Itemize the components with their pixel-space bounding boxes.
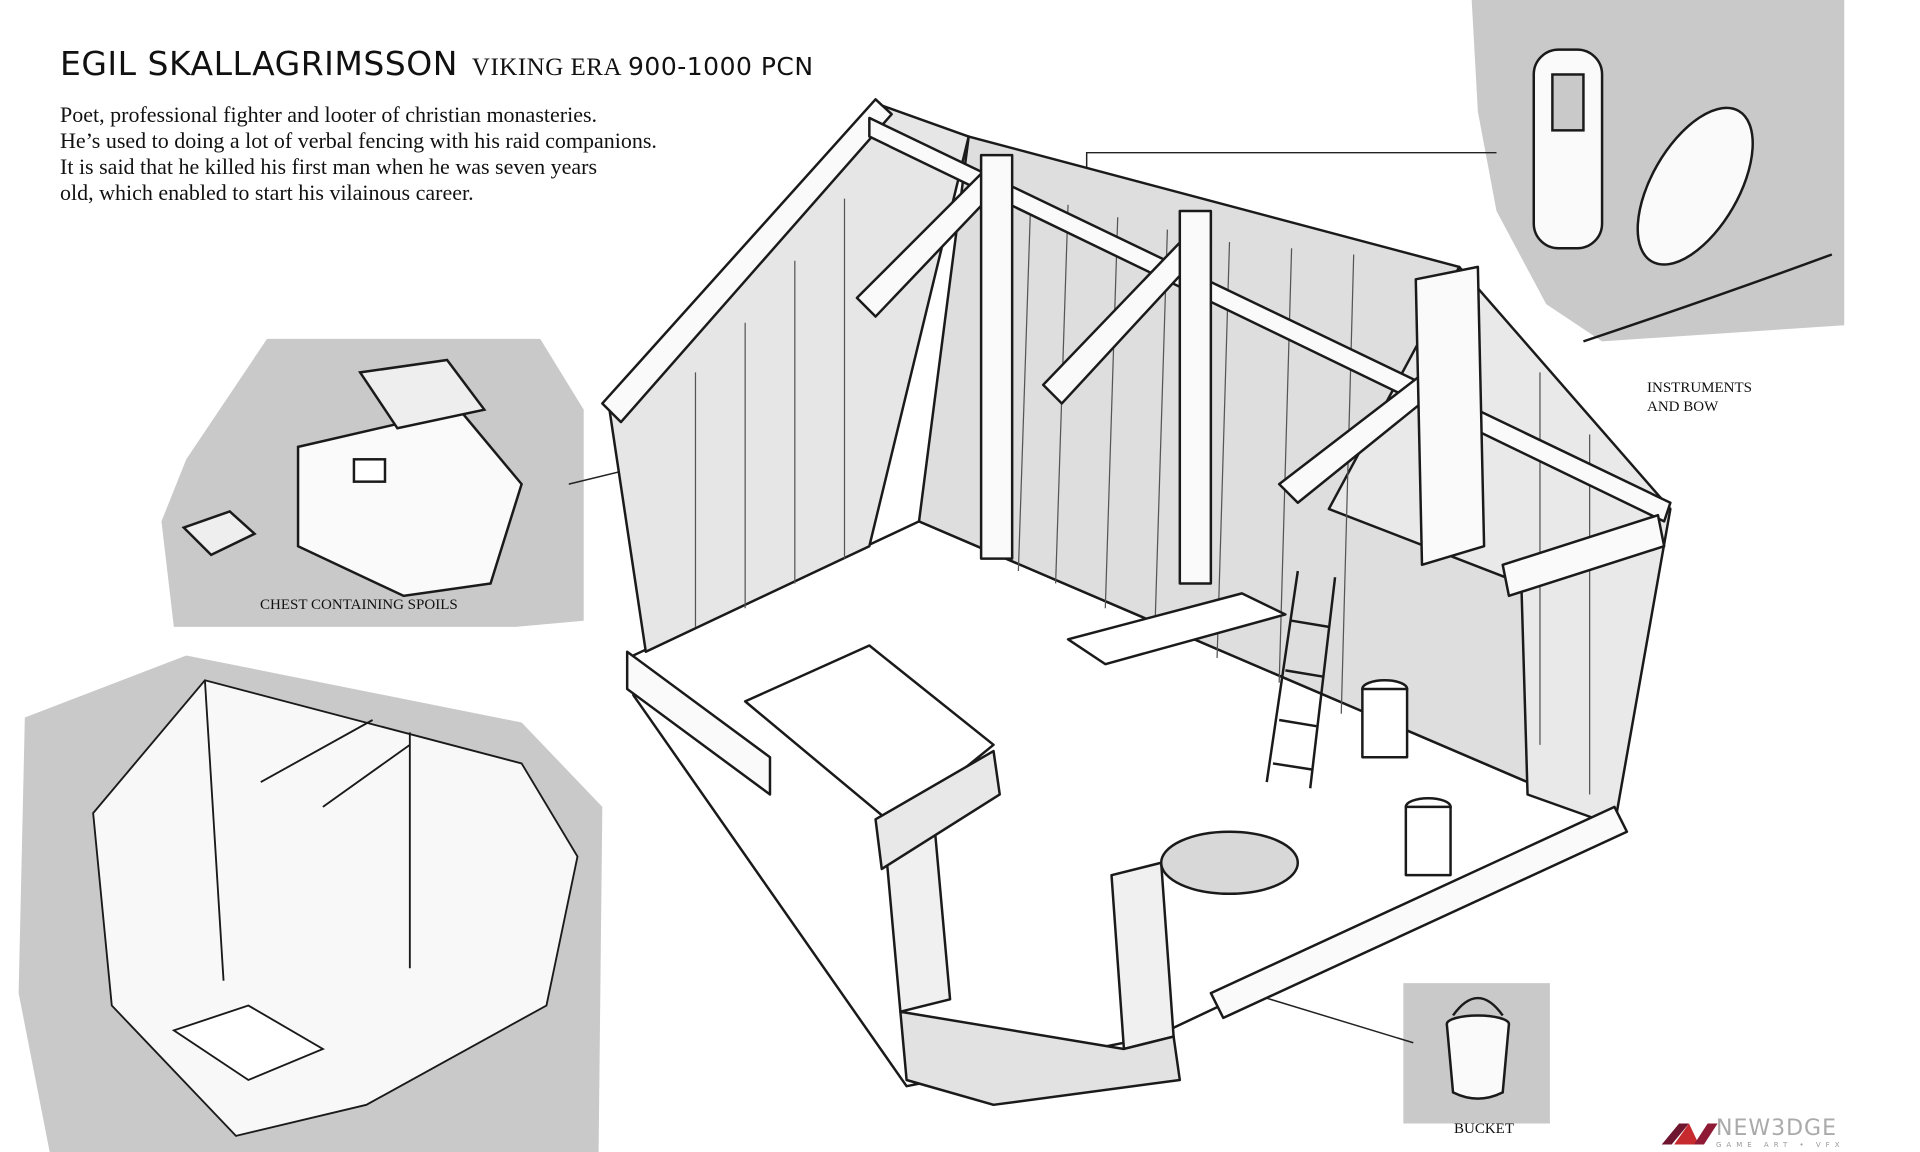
- instruments-drawing: [1532, 48, 1833, 343]
- character-description: Poet, professional fighter and looter of…: [60, 102, 657, 206]
- bucket-label: BUCKET: [1454, 1121, 1514, 1137]
- character-name: EGIL SKALLAGRIMSSON: [60, 44, 458, 83]
- logo-tagline: GAME ART • VFX: [1716, 1141, 1845, 1149]
- studio-logo: NEW3DGE GAME ART • VFX: [1716, 1118, 1845, 1150]
- logo-wordmark: NEW3DGE: [1716, 1116, 1837, 1141]
- chest-drawing: [181, 358, 523, 598]
- longhouse-drawing: [601, 98, 1672, 1107]
- instruments-label-line: AND BOW: [1647, 399, 1719, 415]
- description-line: It is said that he killed his first man …: [60, 154, 598, 179]
- new3dge-logo-mark: [1661, 1123, 1718, 1145]
- era-label: VIKING ERA: [471, 54, 623, 81]
- description-line: Poet, professional fighter and looter of…: [60, 102, 598, 127]
- instruments-label: INSTRUMENTS AND BOW: [1647, 379, 1752, 417]
- description-line: old, which enabled to start his vilainou…: [60, 180, 474, 205]
- era-range: 900-1000 PCN: [628, 52, 814, 81]
- description-line: He’s used to doing a lot of verbal fenci…: [60, 128, 657, 153]
- thumbnail-house-drawing: [92, 679, 579, 1137]
- instruments-label-line: INSTRUMENTS: [1647, 380, 1753, 396]
- chest-label: CHEST CONTAINING SPOILS: [260, 597, 458, 613]
- bucket-drawing: [1445, 997, 1511, 1100]
